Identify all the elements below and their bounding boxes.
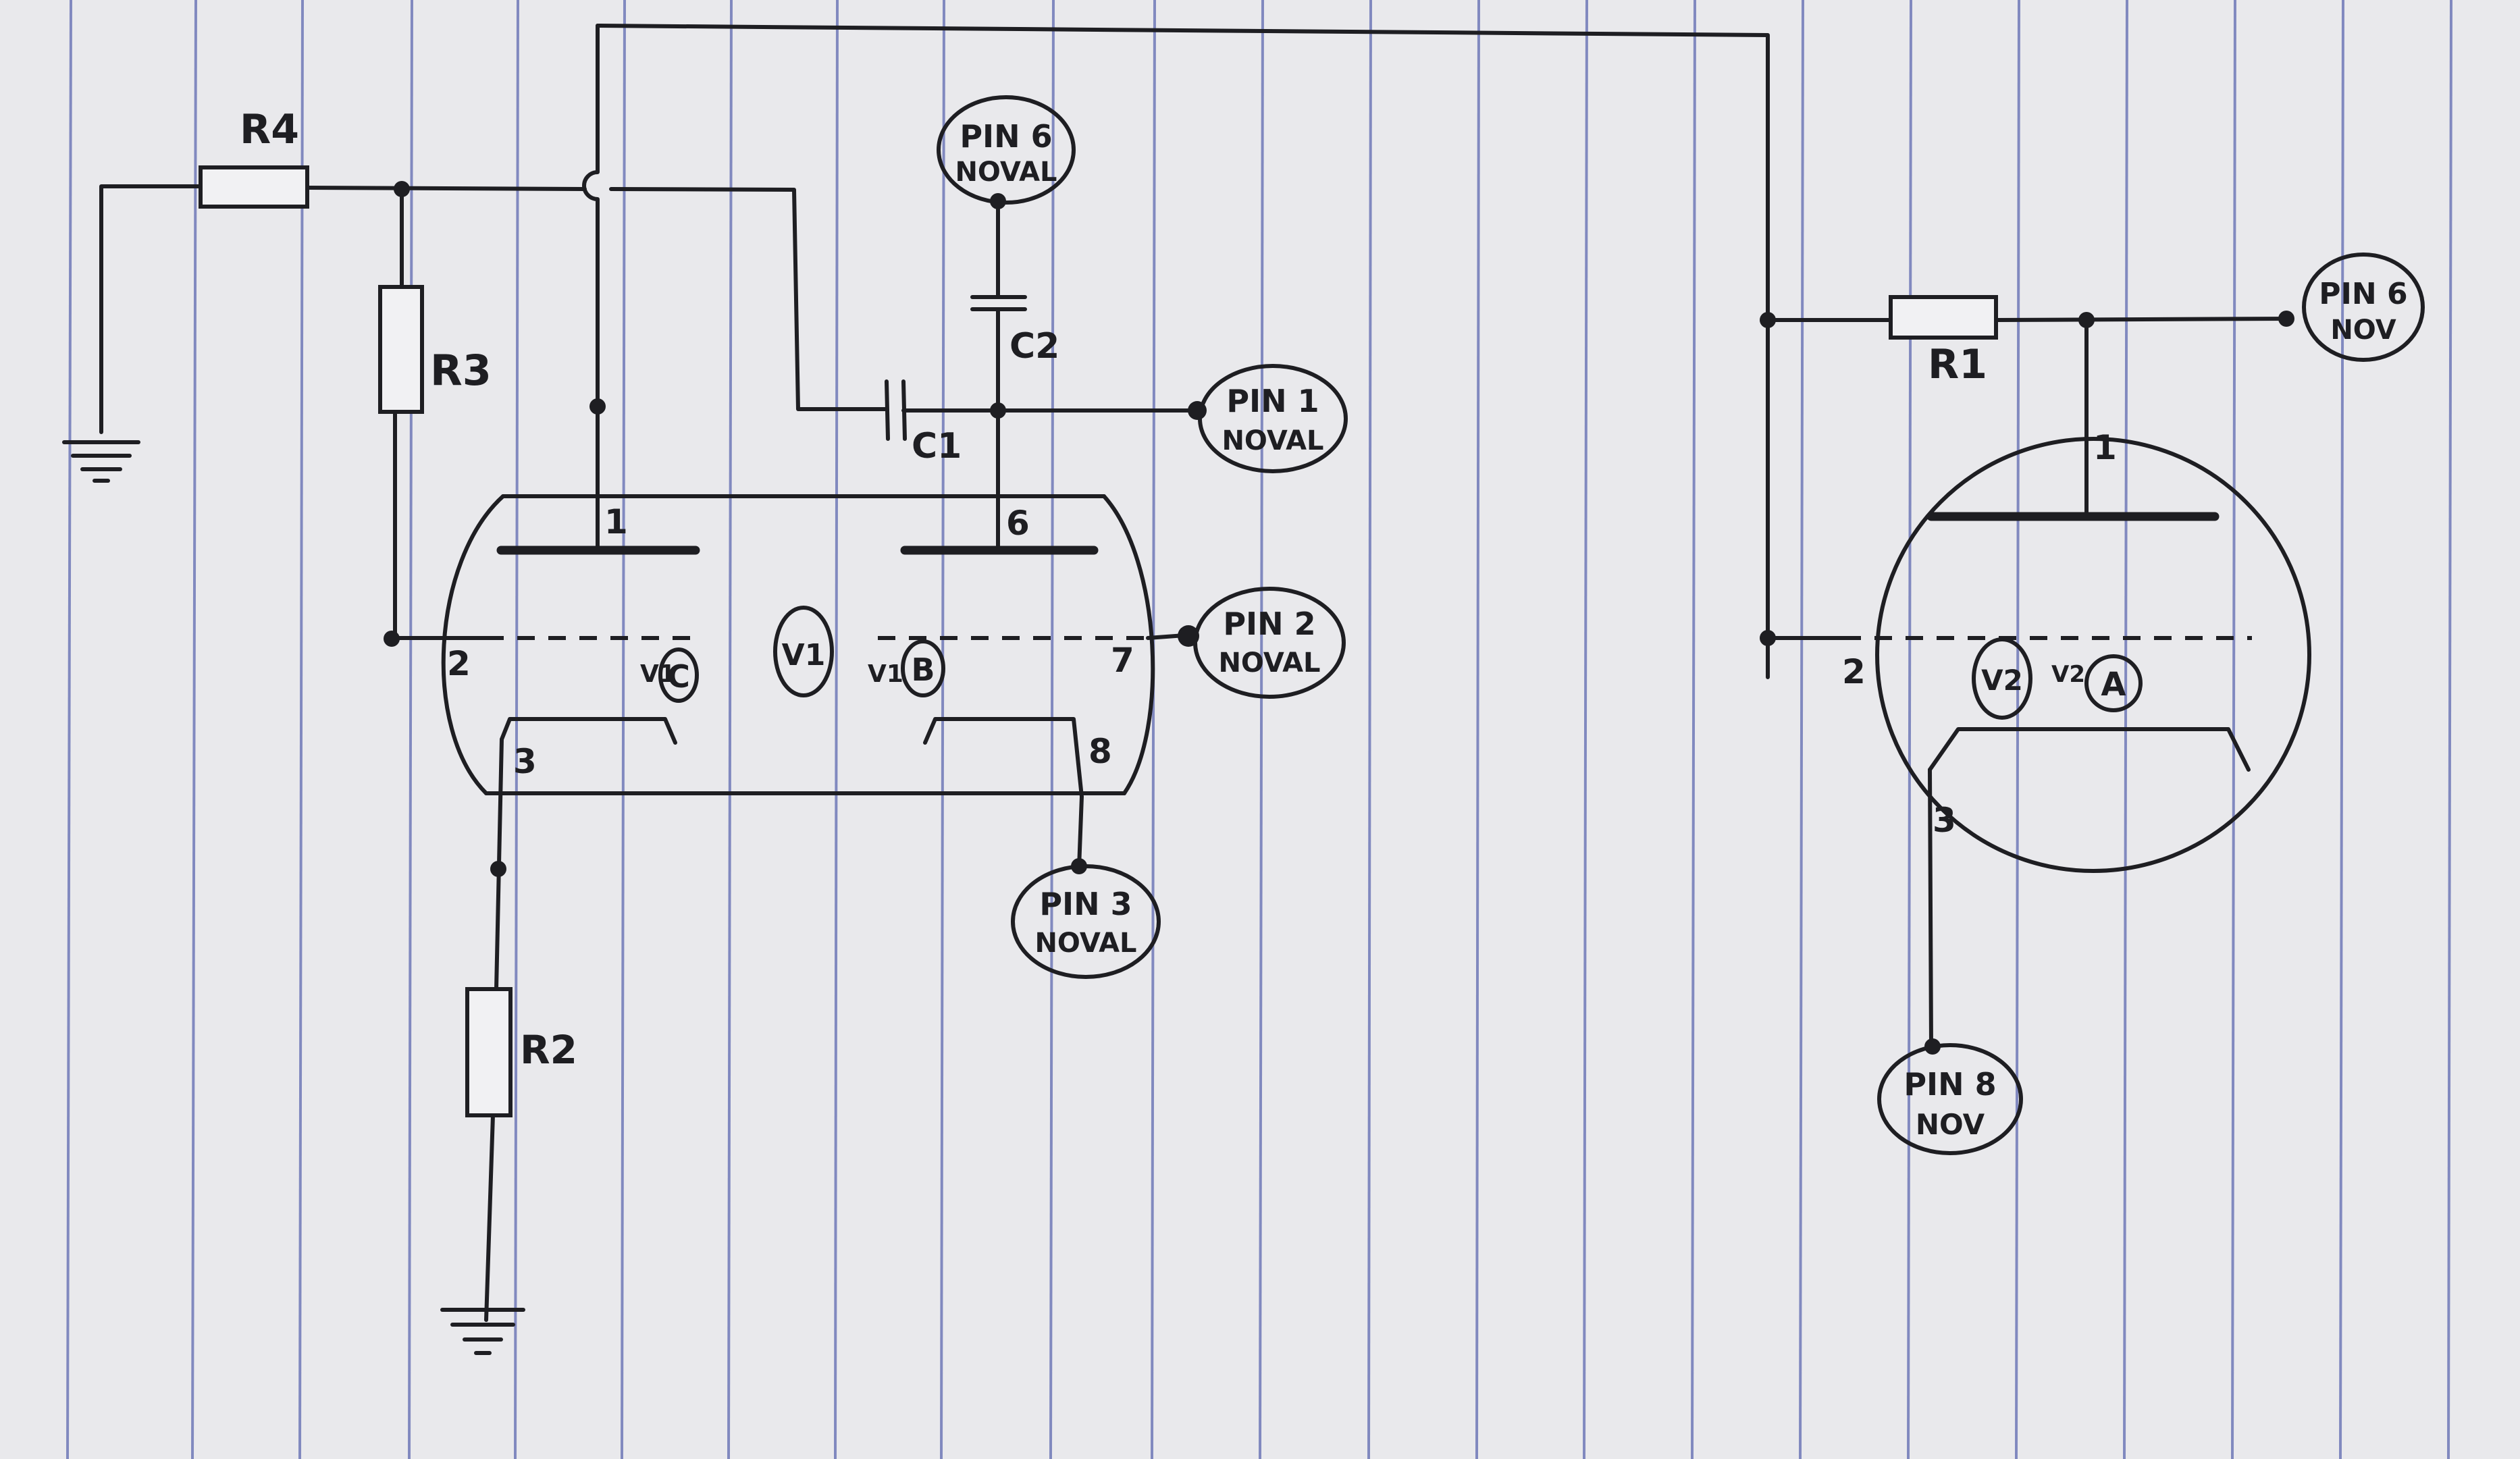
paper-rules	[66, 0, 2452, 1459]
v1-section-c-prefix: V1	[640, 660, 676, 688]
v2-label-badge	[1972, 637, 2032, 720]
v1-pin-7: 7	[1111, 641, 1134, 680]
v2-pin-3: 3	[1933, 801, 1956, 840]
connector-pin6-noval-top: PIN 6 NOVAL	[937, 95, 1076, 205]
v1-label-badge	[773, 606, 834, 697]
connector-pin2-noval: PIN 2 NOVAL	[1193, 587, 1346, 699]
pin2-noval-line1: PIN 2	[1223, 606, 1315, 642]
tube-v1: 1 2 3 6 7 8 V1 V1 C V1 B	[441, 494, 1155, 799]
pin3-noval-line1: PIN 3	[1039, 886, 1132, 922]
pin6-nov-right-line1: PIN 6	[2319, 277, 2407, 311]
junction-dots	[384, 181, 2294, 1055]
pin8-nov-line1: PIN 8	[1904, 1066, 1996, 1103]
v1-cathode-b	[923, 717, 1084, 799]
v1-cathode-c	[500, 717, 677, 745]
resistor-r1-label: R1	[1928, 341, 1987, 388]
pin1-noval-line1: PIN 1	[1226, 383, 1319, 419]
tube-v2: 1 2 3 V2 V2 A	[1842, 428, 2311, 873]
v1-section-c: C	[667, 658, 690, 695]
v1-pin-2: 2	[447, 644, 471, 683]
ground-bottom-icon	[440, 1308, 525, 1355]
capacitor-c2: C2	[970, 295, 1059, 367]
v1-pin-1: 1	[604, 502, 628, 541]
pin6-nov-right-line2: NOV	[2330, 315, 2396, 346]
pin3-noval-line2: NOVAL	[1034, 928, 1136, 959]
connector-pin6-nov-right: PIN 6 NOV	[2302, 253, 2425, 362]
v1-section-b-prefix: V1	[868, 660, 903, 688]
v2-cathode	[1928, 727, 2251, 772]
pin6-noval-top-line2: NOVAL	[955, 157, 1057, 188]
connector-pin8-nov: PIN 8 NOV	[1877, 1043, 2023, 1155]
ground-left-icon	[62, 440, 140, 483]
v1-pin-3: 3	[513, 742, 537, 781]
pin8-nov-line2: NOV	[1916, 1108, 1985, 1141]
v1-section-b: B	[911, 652, 935, 688]
pin1-noval-line2: NOVAL	[1222, 425, 1323, 456]
v1-pin-6: 6	[1006, 504, 1030, 543]
v1-section-b-badge	[901, 639, 945, 697]
resistor-r4: R4	[199, 106, 309, 209]
capacitor-c1-label: C1	[912, 426, 962, 467]
resistor-r2-label: R2	[520, 1027, 577, 1073]
v2-section-a-badge	[2084, 654, 2143, 712]
v2-section-a: A	[2101, 666, 2126, 704]
v2-label: V2	[1981, 664, 2023, 697]
capacitor-c1: C1	[885, 379, 962, 467]
capacitor-c2-label: C2	[1009, 326, 1059, 367]
resistor-r1: R1	[1889, 295, 1998, 388]
pin2-noval-line2: NOVAL	[1218, 647, 1320, 679]
resistor-r2: R2	[465, 987, 577, 1117]
resistor-r3: R3	[378, 285, 492, 414]
connector-pin1-noval: PIN 1 NOVAL	[1198, 364, 1348, 473]
resistor-r4-label: R4	[240, 106, 299, 153]
resistor-r3-label: R3	[430, 346, 492, 395]
v1-section-c-badge	[658, 647, 699, 703]
v2-pin-1: 1	[2093, 428, 2117, 467]
v2-section-a-prefix: V2	[2051, 661, 2085, 688]
pin6-noval-top-line1: PIN 6	[960, 118, 1052, 155]
v1-pin-8: 8	[1088, 732, 1112, 771]
wires	[99, 24, 2291, 1322]
connector-pin3-noval: PIN 3 NOVAL	[1011, 864, 1161, 979]
v2-pin-2: 2	[1842, 652, 1866, 691]
v1-label: V1	[782, 638, 826, 672]
